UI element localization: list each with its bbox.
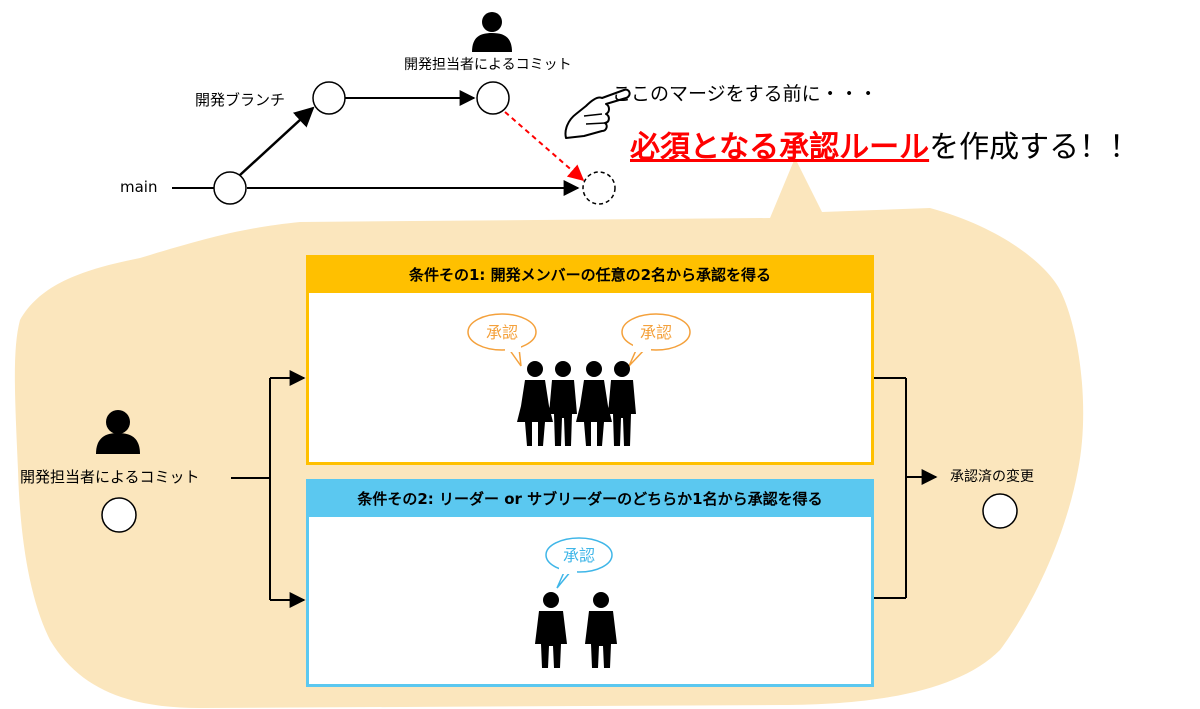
result-node xyxy=(982,493,1018,529)
committer-person-icon xyxy=(96,410,140,454)
approval-bubble-right-text: 承認 xyxy=(640,323,672,342)
approval-bubble-right: 承認 xyxy=(621,313,691,367)
condition-card-1-title: 条件その1: 開発メンバーの任意の2名から承認を得る xyxy=(408,265,772,284)
callout-rest: を作成する！！ xyxy=(929,130,1140,165)
approval-bubble-blue-text: 承認 xyxy=(563,546,595,565)
result-label: 承認済の変更 xyxy=(950,469,1034,485)
dev-commit-node xyxy=(476,81,510,115)
branch-arrow xyxy=(239,106,315,176)
callout-emphasis: 必須となる承認ルール xyxy=(630,130,930,165)
merge-callout-text: ここのマージをする前に・・・ xyxy=(612,83,878,105)
approval-bubble-left: 承認 xyxy=(467,313,537,367)
commit-label: 開発担当者によるコミット xyxy=(404,57,572,73)
main-commit-node xyxy=(213,171,247,205)
approval-bubble-blue: 承認 xyxy=(545,537,613,589)
condition-card-2: 条件その2: リーダー or サブリーダーのどちらか1名から承認を得る 承認 xyxy=(306,479,874,687)
branch-node xyxy=(312,81,346,115)
condition-card-2-header: 条件その2: リーダー or サブリーダーのどちらか1名から承認を得る xyxy=(306,479,874,517)
pointing-hand-icon xyxy=(564,88,631,139)
callout-heading: 必須となる承認ルールを作成する！！ xyxy=(630,122,1139,166)
condition-card-2-title: 条件その2: リーダー or サブリーダーのどちらか1名から承認を得る xyxy=(357,489,823,508)
approval-bubble-left-text: 承認 xyxy=(486,323,518,342)
main-label: main xyxy=(120,178,158,196)
leaders-group-icon: 承認 xyxy=(535,537,617,668)
branch-label: 開発ブランチ xyxy=(195,91,286,109)
person-icon xyxy=(472,12,512,52)
committer-node xyxy=(101,497,137,533)
people-group-icon: 承認 承認 xyxy=(467,313,691,446)
condition-card-1: 条件その1: 開発メンバーの任意の2名から承認を得る 承認 承認 xyxy=(306,255,874,465)
committer-label: 開発担当者によるコミット xyxy=(20,468,200,486)
condition-card-1-header: 条件その1: 開発メンバーの任意の2名から承認を得る xyxy=(306,255,874,293)
merge-target-node xyxy=(582,171,616,205)
